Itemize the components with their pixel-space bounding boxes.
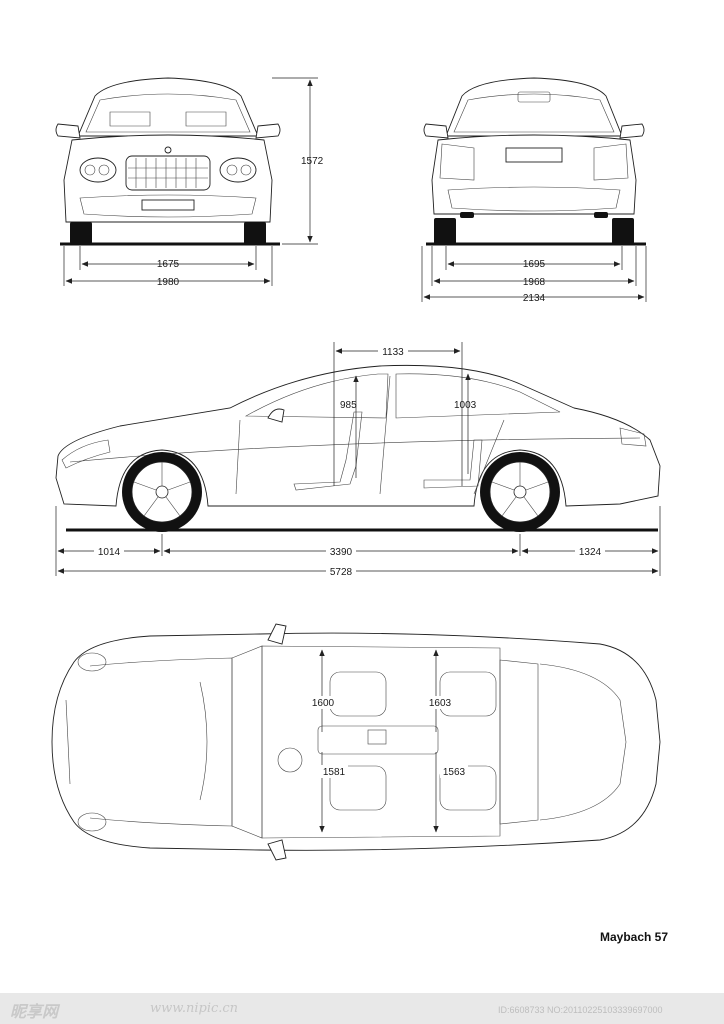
top-view: 1600 1603 1581 1563 bbox=[51, 623, 661, 861]
top-right-headlight bbox=[77, 812, 107, 832]
side-rear-wheel bbox=[480, 452, 560, 532]
front-right-tire bbox=[244, 222, 266, 244]
front-greenhouse bbox=[77, 77, 259, 137]
side-front-seat bbox=[293, 411, 363, 491]
top-rear-window bbox=[499, 659, 539, 825]
side-body bbox=[55, 364, 661, 507]
front-left-mirror bbox=[55, 123, 81, 139]
front-emblem bbox=[164, 146, 172, 154]
watermark-url: www.nipic.cn bbox=[150, 1001, 239, 1016]
rear-window bbox=[453, 93, 615, 133]
side-beltline bbox=[69, 437, 641, 463]
rear-right-tire bbox=[612, 218, 634, 244]
rear-elbow-label: 1563 bbox=[443, 767, 466, 778]
side-rear-window bbox=[395, 373, 561, 419]
top-front-right-seat bbox=[329, 765, 387, 811]
rear-shoulder-label: 1603 bbox=[429, 698, 452, 709]
watermark-id: ID:6608733 NO:20110225103339697000 bbox=[498, 1005, 663, 1015]
front-grille-bars bbox=[128, 158, 208, 188]
seat-spacing-label: 1133 bbox=[382, 347, 404, 358]
front-track-label: 1675 bbox=[157, 259, 180, 270]
top-left-headlight bbox=[77, 652, 107, 672]
front-width-label: 1980 bbox=[157, 277, 180, 288]
side-headlight bbox=[61, 439, 111, 469]
rear-track-label: 1695 bbox=[523, 259, 546, 270]
rear-bumper bbox=[447, 186, 621, 212]
side-b-pillar bbox=[379, 375, 391, 495]
watermark-bar bbox=[0, 993, 724, 1024]
rear-license-plate bbox=[505, 147, 563, 163]
rear-headroom-label: 1003 bbox=[454, 400, 477, 411]
side-front-door-line bbox=[235, 419, 241, 495]
rear-right-exhaust bbox=[594, 212, 608, 218]
top-steering-wheel bbox=[277, 747, 303, 773]
rear-greenhouse bbox=[445, 77, 623, 137]
front-license-plate bbox=[141, 199, 195, 211]
length-label: 5728 bbox=[330, 567, 353, 578]
side-mirror bbox=[267, 408, 285, 423]
front-left-tire bbox=[70, 222, 92, 244]
top-center-console bbox=[317, 725, 439, 755]
front-right-mirror bbox=[255, 123, 281, 139]
model-name: Maybach 57 bbox=[600, 930, 669, 944]
rear-view: 1695 1968 2134 bbox=[421, 77, 647, 304]
top-cabin bbox=[261, 645, 501, 839]
top-rear-left-seat bbox=[439, 671, 497, 717]
front-overhang-label: 1014 bbox=[98, 547, 121, 558]
front-right-headlight bbox=[219, 157, 257, 183]
side-taillight bbox=[619, 427, 647, 447]
side-rear-seat bbox=[423, 439, 483, 489]
top-trunk bbox=[539, 663, 627, 821]
rear-left-mirror bbox=[423, 123, 449, 139]
rear-left-exhaust bbox=[460, 212, 474, 218]
top-hood-vent bbox=[199, 681, 208, 801]
top-front-left-seat bbox=[329, 671, 387, 717]
front-view: 1572 1675 1980 bbox=[55, 77, 324, 288]
side-view: 1133 985 1003 1014 3390 1324 5728 bbox=[55, 342, 661, 578]
front-shoulder-label: 1600 bbox=[312, 698, 335, 709]
side-rear-door-line bbox=[473, 419, 505, 495]
front-height-label: 1572 bbox=[301, 156, 324, 167]
rear-right-mirror bbox=[619, 123, 645, 139]
rear-left-taillight bbox=[439, 143, 475, 181]
front-left-headlight bbox=[79, 157, 117, 183]
wheelbase-label: 3390 bbox=[330, 547, 353, 558]
rear-mirror-width-label: 2134 bbox=[523, 293, 546, 304]
rear-width-label: 1968 bbox=[523, 277, 546, 288]
rear-left-tire bbox=[434, 218, 456, 244]
rear-brake-light bbox=[517, 91, 551, 103]
rear-right-taillight bbox=[593, 143, 629, 181]
side-front-window bbox=[244, 373, 389, 419]
watermark-logo: 昵享网 bbox=[10, 1002, 59, 1021]
top-body bbox=[51, 632, 661, 851]
front-bumper bbox=[79, 194, 257, 218]
side-front-wheel bbox=[122, 452, 202, 532]
front-grille bbox=[125, 155, 211, 191]
front-headroom-label: 985 bbox=[340, 400, 357, 411]
top-grille bbox=[65, 699, 71, 785]
front-seats-visible bbox=[109, 111, 227, 127]
rear-body bbox=[431, 134, 637, 215]
front-windshield bbox=[85, 93, 251, 133]
top-right-mirror bbox=[267, 839, 287, 861]
top-left-mirror bbox=[267, 623, 287, 645]
front-elbow-label: 1581 bbox=[323, 767, 346, 778]
rear-overhang-label: 1324 bbox=[579, 547, 602, 558]
